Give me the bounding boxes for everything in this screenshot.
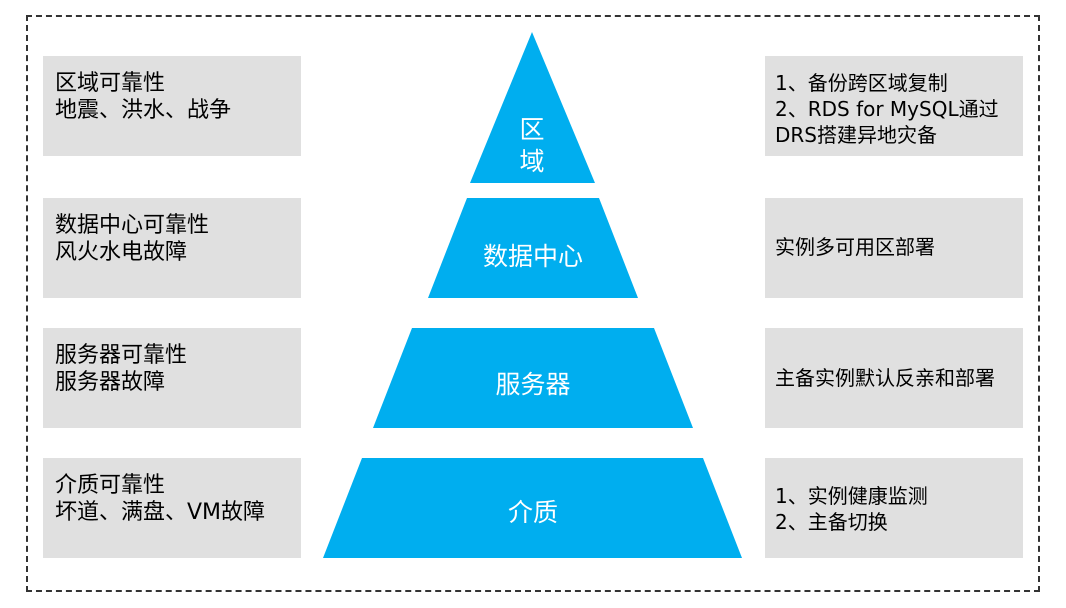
pyramid-tier-server xyxy=(373,328,693,428)
right-panel-line: 主备实例默认反亲和部署 xyxy=(775,366,995,390)
tier-label-region-line2: 域 xyxy=(519,147,544,176)
pyramid-tier-region xyxy=(470,32,595,183)
right-panel-medium: 1、实例健康监测 2、主备切换 xyxy=(765,458,1023,558)
right-panel-datacenter: 实例多可用区部署 xyxy=(765,198,1023,298)
left-panel-title: 服务器可靠性 xyxy=(55,343,188,368)
left-panel-region: 区域可靠性 地震、洪水、战争 xyxy=(43,56,301,156)
pyramid-tier-medium xyxy=(323,458,742,558)
tier-label-datacenter: 数据中心 xyxy=(483,242,583,271)
left-panel-title: 区域可靠性 xyxy=(55,71,166,96)
left-panel-detail: 地震、洪水、战争 xyxy=(55,98,232,123)
left-panel-detail: 服务器故障 xyxy=(55,370,166,395)
left-panel-title: 数据中心可靠性 xyxy=(55,213,210,238)
left-panel-datacenter: 数据中心可靠性 风火水电故障 xyxy=(43,198,301,298)
right-panel-server: 主备实例默认反亲和部署 xyxy=(765,328,1023,428)
dashed-frame xyxy=(26,15,1040,592)
pyramid-tier-datacenter xyxy=(428,198,638,298)
right-panel-line: 1、实例健康监测 xyxy=(775,484,928,508)
left-panel-server: 服务器可靠性 服务器故障 xyxy=(43,328,301,428)
tier-label-region-line1: 区 xyxy=(519,115,544,144)
right-panel-line: 2、RDS for MySQL通过 xyxy=(775,97,999,121)
right-panel-line: 1、备份跨区域复制 xyxy=(775,71,948,95)
left-panel-detail: 风火水电故障 xyxy=(55,240,188,265)
tier-label-server: 服务器 xyxy=(495,370,570,399)
right-panel-line: 实例多可用区部署 xyxy=(775,235,935,259)
tier-label-medium: 介质 xyxy=(508,498,558,527)
right-panel-line: DRS搭建异地灾备 xyxy=(775,123,937,147)
right-panel-region: 1、备份跨区域复制 2、RDS for MySQL通过 DRS搭建异地灾备 xyxy=(765,56,1023,156)
left-panel-detail: 坏道、满盘、VM故障 xyxy=(55,500,266,525)
left-panel-medium: 介质可靠性 坏道、满盘、VM故障 xyxy=(43,458,301,558)
left-panel-title: 介质可靠性 xyxy=(55,473,166,498)
right-panel-line: 2、主备切换 xyxy=(775,510,888,534)
